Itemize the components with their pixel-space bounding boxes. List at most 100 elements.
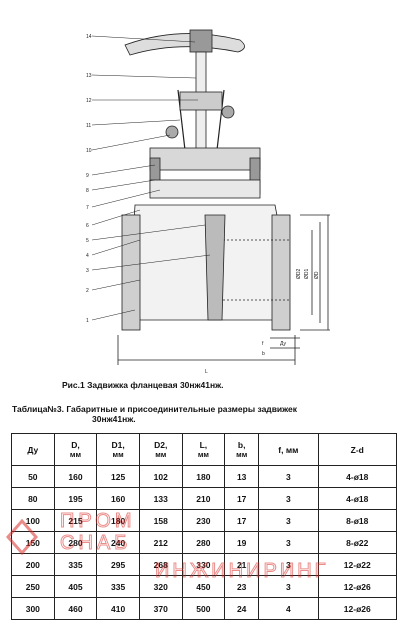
part-number-label: 9 — [86, 173, 89, 179]
left-flange — [121, 214, 141, 331]
table-cell: 100 — [11, 509, 55, 532]
table-cell: 450 — [181, 575, 226, 598]
table-cell: 4-ø18 — [317, 487, 398, 510]
table-cell: 200 — [11, 553, 55, 576]
dim-label-d1: ØD1 — [304, 269, 310, 280]
header-d2: D2,мм — [138, 433, 183, 466]
handwheel-hub — [189, 29, 213, 53]
dimensions-table: Ду D,мм D1,мм D2,мм L,мм b,мм f, мм Z-d … — [11, 433, 398, 620]
table-cell: 335 — [53, 553, 98, 576]
part-number-label: 3 — [86, 268, 89, 274]
part-number-label: 4 — [86, 253, 89, 259]
yoke-bolt — [221, 105, 235, 119]
gate-wedge — [204, 214, 226, 321]
table-cell: 3 — [258, 487, 319, 510]
table-cell: 80 — [11, 487, 55, 510]
table-cell: 8-ø18 — [317, 509, 398, 532]
table-cell: 17 — [224, 487, 260, 510]
dim-label-b: b — [262, 351, 265, 357]
part-number-label: 14 — [86, 34, 92, 40]
table-cell: 125 — [96, 465, 140, 488]
dim-label-f: f — [262, 341, 264, 347]
handwheel — [124, 33, 245, 56]
header-d: D,мм — [53, 433, 98, 466]
dim-label-d: ØD — [314, 271, 320, 279]
yoke-nut — [179, 91, 223, 111]
table-cell: 3 — [258, 575, 319, 598]
bonnet — [149, 147, 261, 171]
table-cell: 160 — [96, 487, 140, 510]
table-cell: 23 — [224, 575, 260, 598]
part-number-label: 5 — [86, 238, 89, 244]
table-cell: 12-ø22 — [317, 553, 398, 576]
table-cell: 133 — [138, 487, 183, 510]
table-cell: 4-ø18 — [317, 465, 398, 488]
header-l: L,мм — [181, 433, 226, 466]
header-d1: D1,мм — [96, 433, 140, 466]
part-number-label: 10 — [86, 148, 92, 154]
table-cell: 102 — [138, 465, 183, 488]
table-cell: 410 — [96, 597, 140, 620]
dim-label-d2: ØD2 — [296, 269, 302, 280]
table-cell: 405 — [53, 575, 98, 598]
header-f: f, мм — [258, 433, 319, 466]
table-cell: 268 — [138, 553, 183, 576]
table-cell: 210 — [181, 487, 226, 510]
table-cell: 180 — [181, 465, 226, 488]
table-cell: 3 — [258, 465, 319, 488]
yoke-bolt-left — [165, 125, 179, 139]
table-cell: 460 — [53, 597, 98, 620]
header-dn: Ду — [11, 433, 55, 466]
table-cell: 250 — [11, 575, 55, 598]
figure-caption: Рис.1 Задвижка фланцевая 30нж41нж. — [62, 380, 224, 390]
table-cell: 3 — [258, 553, 319, 576]
table-cell: 280 — [181, 531, 226, 554]
table-cell: 320 — [138, 575, 183, 598]
table-cell: 21 — [224, 553, 260, 576]
table-cell: 295 — [96, 553, 140, 576]
part-number-label: 11 — [86, 123, 91, 129]
table-cell: 150 — [11, 531, 55, 554]
table-cell: 24 — [224, 597, 260, 620]
header-b: b,мм — [224, 433, 260, 466]
table-cell: 500 — [181, 597, 226, 620]
part-number-label: 6 — [86, 223, 89, 229]
table-cell: 300 — [11, 597, 55, 620]
table-cell: 4 — [258, 597, 319, 620]
header-zd: Z-d — [317, 433, 398, 466]
table-cell: 370 — [138, 597, 183, 620]
dim-label-l: L — [205, 369, 208, 375]
table-cell: 215 — [53, 509, 98, 532]
table-cell: 17 — [224, 509, 260, 532]
table-cell: 50 — [11, 465, 55, 488]
table-cell: 158 — [138, 509, 183, 532]
table-cell: 240 — [96, 531, 140, 554]
table-cell: 180 — [96, 509, 140, 532]
table-cell: 13 — [224, 465, 260, 488]
table-cell: 195 — [53, 487, 98, 510]
table-title-line1: Таблица№3. Габаритные и присоединительны… — [12, 404, 298, 414]
dim-label-dn: Ду — [280, 341, 286, 347]
table-title-line2: 30нж41нж. — [92, 414, 136, 424]
part-number-label: 2 — [86, 288, 89, 294]
table-header-row: Ду D,мм D1,мм D2,мм L,мм b,мм f, мм Z-d — [11, 433, 398, 466]
table-title: Таблица№3. Габаритные и присоединительны… — [12, 404, 404, 424]
table-cell: 230 — [181, 509, 226, 532]
table-cell: 330 — [181, 553, 226, 576]
part-number-label: 8 — [86, 188, 89, 194]
table-cell: 12-ø26 — [317, 575, 398, 598]
part-number-label: 1 — [86, 318, 89, 324]
table-cell: 280 — [53, 531, 98, 554]
part-number-label: 13 — [86, 73, 92, 79]
table-cell: 3 — [258, 509, 319, 532]
table-cell: 3 — [258, 531, 319, 554]
bonnet-lower — [149, 179, 261, 199]
table-cell: 19 — [224, 531, 260, 554]
